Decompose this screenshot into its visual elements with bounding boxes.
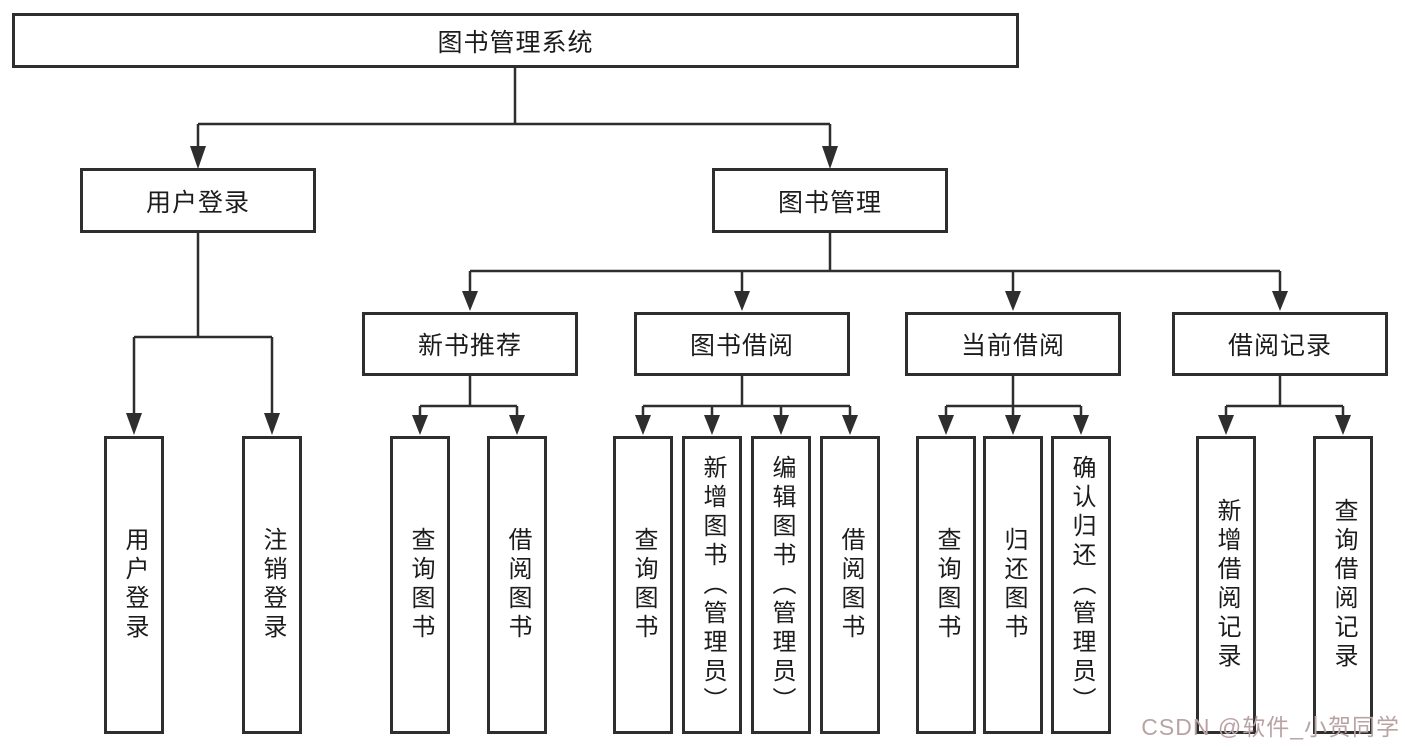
node-borrow-record: 借阅记录	[1172, 312, 1388, 376]
leaf-bb-edit-book: 编辑图书（管理员）	[751, 436, 811, 734]
leaf-bb-borrow-book-label: 借阅图书	[837, 527, 864, 643]
leaf-bb-query-book: 查询图书	[613, 436, 673, 734]
arrowheads	[126, 146, 1351, 435]
leaf-cb-query-book-label: 查询图书	[933, 527, 960, 643]
node-root: 图书管理系统	[12, 13, 1019, 68]
leaf-cb-confirm-return-label: 确认归还（管理员）	[1068, 454, 1095, 716]
leaf-user-login-label: 用户登录	[121, 527, 148, 643]
leaf-bb-add-book: 新增图书（管理员）	[682, 436, 742, 734]
node-book-mgmt-label: 图书管理	[777, 188, 882, 217]
leaf-nb-query-book-label: 查询图书	[407, 527, 434, 643]
node-current-borrow: 当前借阅	[905, 312, 1121, 376]
node-user-login-label: 用户登录	[145, 188, 250, 217]
node-new-book-rec-label: 新书推荐	[417, 332, 522, 360]
leaf-nb-borrow-book-label: 借阅图书	[504, 527, 531, 643]
leaf-bb-edit-book-label: 编辑图书（管理员）	[768, 454, 795, 716]
node-book-mgmt: 图书管理	[712, 168, 948, 233]
leaf-bb-borrow-book: 借阅图书	[820, 436, 880, 734]
leaf-bb-query-book-label: 查询图书	[630, 527, 657, 643]
leaf-logout-label: 注销登录	[259, 527, 286, 643]
leaf-cb-return-book-label: 归还图书	[1000, 527, 1027, 643]
leaf-br-add-record-label: 新增借阅记录	[1213, 498, 1240, 672]
node-new-book-rec: 新书推荐	[362, 312, 578, 376]
leaf-user-login: 用户登录	[104, 436, 164, 734]
leaf-nb-query-book: 查询图书	[390, 436, 450, 734]
leaf-cb-confirm-return: 确认归还（管理员）	[1051, 436, 1111, 734]
leaf-br-query-record-label: 查询借阅记录	[1330, 498, 1357, 672]
node-root-label: 图书管理系统	[437, 28, 594, 57]
node-borrow-record-label: 借阅记录	[1227, 332, 1332, 360]
leaf-cb-query-book: 查询图书	[916, 436, 976, 734]
node-book-borrow: 图书借阅	[634, 312, 850, 376]
watermark: CSDN @软件_小贺同学	[1141, 714, 1400, 740]
node-book-borrow-label: 图书借阅	[689, 332, 794, 360]
leaf-nb-borrow-book: 借阅图书	[487, 436, 547, 734]
leaf-br-query-record: 查询借阅记录	[1313, 436, 1373, 734]
node-user-login: 用户登录	[80, 168, 316, 233]
leaf-br-add-record: 新增借阅记录	[1196, 436, 1256, 734]
leaf-cb-return-book: 归还图书	[983, 436, 1043, 734]
leaf-logout: 注销登录	[242, 436, 302, 734]
node-current-borrow-label: 当前借阅	[960, 332, 1065, 360]
leaf-bb-add-book-label: 新增图书（管理员）	[699, 454, 726, 716]
